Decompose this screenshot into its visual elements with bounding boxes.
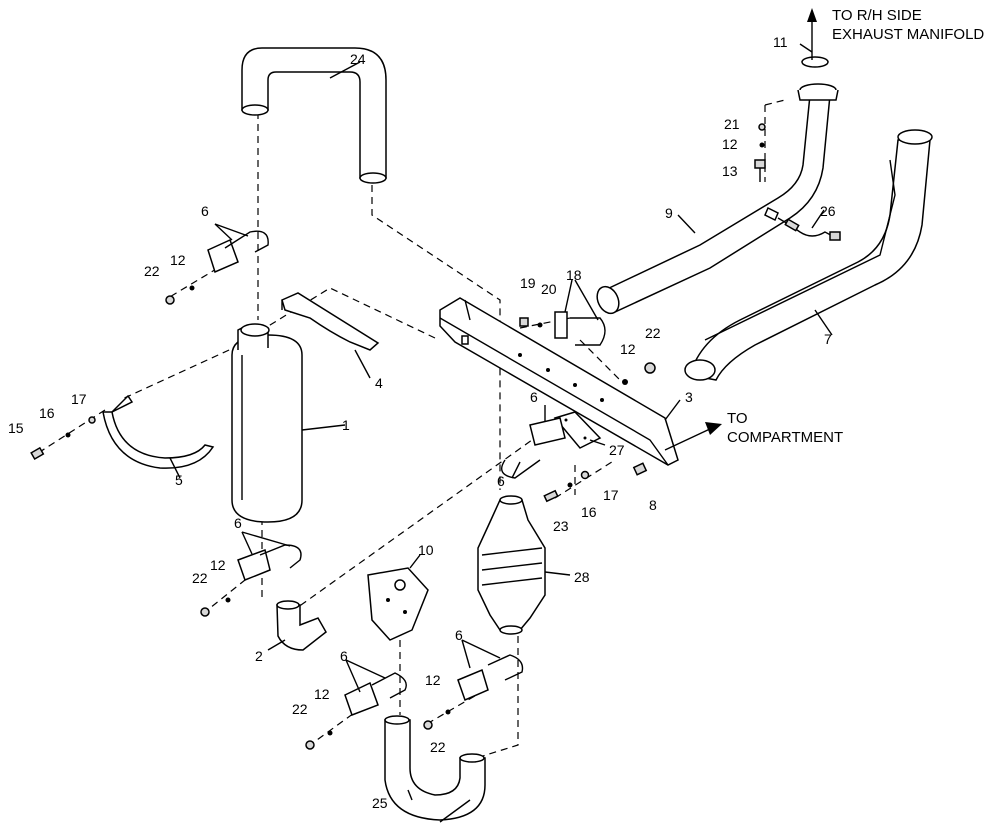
- stack-pipe-24: [241, 47, 387, 184]
- part-number-24: 24: [350, 51, 366, 67]
- part-number-16-a: 16: [39, 405, 55, 421]
- part-number-12-a: 12: [722, 136, 738, 152]
- muffler-strap-5: [102, 394, 215, 469]
- part-number-28: 28: [574, 569, 590, 585]
- crossmember-3: [439, 297, 679, 466]
- part-number-12-e: 12: [425, 672, 441, 688]
- part-number-26: 26: [820, 203, 836, 219]
- clamp-6-muffler-bottom: [237, 544, 302, 581]
- clamp-6-upper: [207, 230, 269, 274]
- part-number-10: 10: [418, 542, 434, 558]
- catalytic-converter-28: [477, 495, 546, 635]
- callout-labels: TO R/H SIDE EXHAUST MANIFOLD TO COMPARTM…: [727, 7, 984, 446]
- part-number-9: 9: [665, 205, 673, 221]
- exhaust-pipe-7: [684, 129, 933, 381]
- clamp-18: [554, 311, 606, 346]
- part-number-25: 25: [372, 795, 388, 811]
- clamp-6-lower-left: [344, 672, 407, 716]
- part-number-20: 20: [541, 281, 557, 297]
- part-number-12-d: 12: [210, 557, 226, 573]
- muffler-bracket-4: [281, 292, 380, 351]
- part-number-12-f: 12: [314, 686, 330, 702]
- hardware: [30, 123, 766, 750]
- leader-lines: [169, 43, 833, 823]
- part-number-8: 8: [649, 497, 657, 513]
- clamp-6-lower-right: [457, 654, 524, 702]
- part-number-13: 13: [722, 163, 738, 179]
- exhaust-pipe-9: [596, 56, 839, 315]
- part-number-22-b: 22: [645, 325, 661, 341]
- plate-27: [553, 411, 602, 449]
- part-number-23: 23: [553, 518, 569, 534]
- part-number-22-d: 22: [292, 701, 308, 717]
- part-number-27: 27: [609, 442, 625, 458]
- part-number-5: 5: [175, 472, 183, 488]
- part-number-16-b: 16: [581, 504, 597, 520]
- part-number-7: 7: [824, 331, 832, 347]
- part-number-11: 11: [773, 34, 788, 50]
- part-number-6-c: 6: [497, 473, 505, 489]
- label-to: TO: [727, 410, 748, 427]
- part-number-22-e: 22: [430, 739, 446, 755]
- part-number-6-e: 6: [455, 627, 463, 643]
- part-number-6-a: 6: [201, 203, 209, 219]
- arrow-to-compartment: [664, 422, 722, 451]
- part-number-1: 1: [342, 417, 350, 433]
- assembly-lines: [34, 99, 786, 761]
- arrow-to-rh-side: [807, 8, 817, 60]
- part-number-3: 3: [685, 389, 693, 405]
- part-number-2: 2: [255, 648, 263, 664]
- clamp-6-right: [501, 417, 566, 479]
- part-number-22-c: 22: [192, 570, 208, 586]
- u-pipe-25: [384, 715, 486, 821]
- part-number-6-d: 6: [234, 515, 242, 531]
- part-number-12-c: 12: [620, 341, 636, 357]
- muffler-1: [231, 323, 303, 523]
- label-exhaust-manifold: EXHAUST MANIFOLD: [832, 26, 984, 43]
- part-number-18: 18: [566, 267, 582, 283]
- part-number-19: 19: [520, 275, 536, 291]
- label-to-rh-side: TO R/H SIDE: [832, 7, 922, 24]
- part-number-21: 21: [724, 116, 740, 132]
- part-number-15: 15: [8, 420, 24, 436]
- part-number-4: 4: [375, 375, 383, 391]
- part-number-22-a: 22: [144, 263, 160, 279]
- elbow-2: [276, 600, 327, 651]
- part-number-17-b: 17: [603, 487, 619, 503]
- part-numbers: 24 11 21 12 13 9 26 6 12 22 19 20 18 22 …: [8, 34, 836, 811]
- part-number-12-b: 12: [170, 252, 186, 268]
- part-number-17-a: 17: [71, 391, 87, 407]
- part-number-6-f: 6: [340, 648, 348, 664]
- bracket-10: [367, 567, 429, 641]
- label-compartment: COMPARTMENT: [727, 429, 843, 446]
- part-number-6-b: 6: [530, 389, 538, 405]
- sensor-26: [777, 217, 841, 241]
